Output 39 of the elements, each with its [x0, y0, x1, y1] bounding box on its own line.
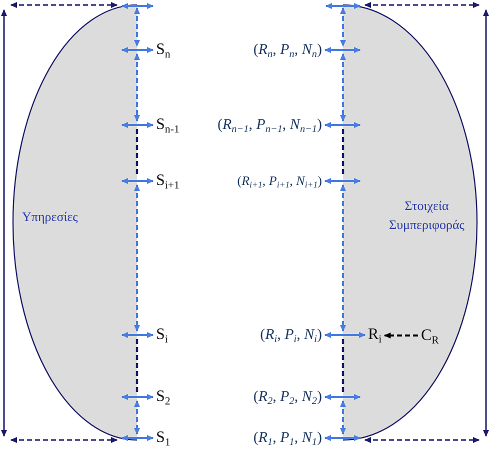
state-label: S$_{i}$: [156, 326, 168, 344]
double-arrow: [121, 3, 154, 9]
tuple-label: (R$_{1}$, P$_{1}$, N$_{1}$): [253, 430, 322, 446]
double-arrow: [134, 7, 140, 47]
double-arrow: [134, 184, 140, 332]
state-label: S$_{1}$: [156, 429, 170, 447]
double-arrow: [121, 394, 154, 400]
double-arrow: [340, 7, 346, 47]
region-label: Υπηρεσίες: [22, 208, 78, 226]
arrow: [384, 332, 418, 338]
state-label: S$_{n-1}$: [156, 116, 180, 134]
region-label: Στοιχεία Συμπεριφοράς: [389, 197, 464, 234]
double-arrow: [324, 435, 361, 441]
state-label: S$_{n}$: [156, 41, 170, 59]
double-arrow: [324, 122, 361, 128]
double-arrow: [340, 400, 346, 435]
double-arrow: [134, 53, 140, 122]
double-arrow: [121, 332, 154, 338]
tuple-label: (R$_{i+1}$, P$_{i+1}$, N$_{i+1}$): [237, 174, 322, 188]
double-arrow: [324, 178, 361, 184]
tuple-label: (R$_{2}$, P$_{2}$, N$_{2}$): [253, 388, 322, 406]
symbol-label: R$_{i}$: [368, 326, 382, 344]
double-arrow: [134, 400, 140, 435]
tuple-label: (R$_{n−1}$, P$_{n−1}$, N$_{n−1}$): [217, 116, 322, 134]
double-arrow: [325, 3, 361, 9]
tuple-label: (R$_{i}$, P$_{i}$, N$_{i}$): [260, 326, 322, 344]
state-label: S$_{i+1}$: [156, 172, 180, 190]
double-arrow: [121, 435, 154, 441]
symbol-label: C$_{R}$: [421, 327, 439, 345]
tuple-label: (R$_{n}$, P$_{n}$, N$_{n}$): [253, 42, 322, 58]
double-arrow: [324, 332, 366, 338]
double-arrow: [340, 53, 346, 122]
double-arrow: [340, 184, 346, 332]
double-arrow: [324, 394, 361, 400]
state-label: S$_{2}$: [156, 388, 170, 406]
double-arrow: [324, 47, 361, 53]
double-arrow: [121, 178, 154, 184]
double-arrow: [121, 122, 154, 128]
double-arrow: [121, 47, 154, 53]
